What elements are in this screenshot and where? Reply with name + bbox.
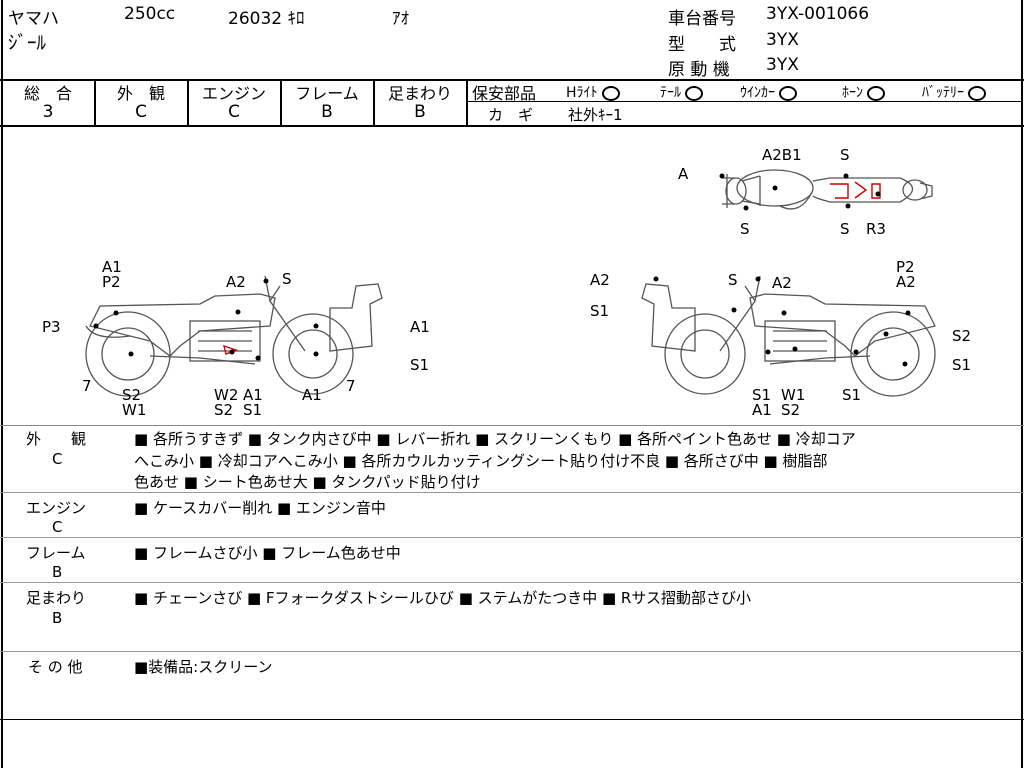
model-name: ｼﾞｰﾙ [8,32,47,54]
label-left-a1: A1 [102,258,122,276]
safety-item-winker: ｳｲﾝｶｰ [740,82,797,102]
label-top-r3: R3 [866,220,886,238]
label-left-a1-c: A1 [243,386,263,404]
label-left-7-rear: 7 [82,377,92,395]
label-left-p3: P3 [42,318,61,336]
key-value: 社外ｷｰ1 [568,106,623,124]
label-top-s1: S [840,146,850,164]
border-left [1,0,3,768]
label-right-s: S [728,271,738,289]
score-header-suspension: 足まわり [387,84,452,103]
label-left-p2: P2 [102,273,121,291]
label-top-a: A [678,165,689,183]
remark-text-frame: ■ フレームさび小 ■ フレーム色あせ中 [134,544,401,562]
score-header-exterior: 外 観 [116,84,165,103]
label-right-p2: P2 [896,258,915,276]
label-left-s2-b: S2 [214,401,234,419]
left-side-bike [85,275,383,397]
engine-label: 原 動 機 [668,60,730,80]
label-top-a2b1: A2B1 [762,146,802,164]
label-left-a2: A2 [226,273,246,291]
label-right-a2-c: A2 [896,273,916,291]
label-left-w1: W1 [122,401,147,419]
safety-item-horn: ﾎｰﾝ [842,82,885,102]
frame-no: 3YX-001066 [766,4,870,24]
remark-text-other: ■装備品:スクリーン [134,658,273,676]
score-engine: C [228,102,240,122]
score-exterior: C [135,102,147,122]
remark-text-suspension: ■ チェーンさび ■ Fフォークダストシールひび ■ ステムがたつき中 ■ Rサ… [134,589,752,607]
score-top-line [0,79,1024,81]
label-left-s1-c: S1 [243,401,263,419]
remarks-top-line [0,425,1024,426]
safety-label: 保安部品 [472,84,537,103]
label-left-w2: W2 [214,386,239,404]
remark-text-exterior-1: ■ 各所うすきず ■ タンク内さび中 ■ レバー折れ ■ スクリーンくもり ■ … [134,430,856,448]
label-left-a1-front: A1 [410,318,430,336]
label-right-s2-b: S2 [781,401,801,419]
remark-text-engine: ■ ケースカバー削れ ■ エンジン音中 [134,499,386,517]
remark-label-suspension: 足まわり [26,589,87,607]
label-left-s1-front: S1 [410,356,430,374]
remarks-bottom-line [0,719,1024,720]
label-right-w1: W1 [781,386,806,404]
label-right-a2: A2 [590,271,610,289]
mileage: 26032 ｷﾛ [228,9,305,29]
top-view-bike [722,169,933,210]
frame-no-label: 車台番号 [668,9,736,29]
safety-item-tail: ﾃｰﾙ [660,82,703,102]
safety-item-battery: ﾊﾞｯﾃﾘｰ [922,82,986,102]
ok-circle-icon [601,85,620,101]
remark-label-exterior: 外 観 [26,430,87,448]
label-top-s3: S [840,220,850,238]
label-left-s2: S2 [122,386,142,404]
type-label: 型 式 [668,35,736,55]
label-right-s1-b: S1 [952,356,972,374]
displacement: 250cc [124,4,176,24]
label-left-s: S [282,270,292,288]
ok-circle-icon [779,85,797,101]
type-value: 3YX [766,30,799,50]
score-header-engine: エンジン [201,84,266,103]
remark-label-engine: エンジン [26,499,87,517]
remark-grade-suspension: B [52,609,63,627]
score-frame: B [321,102,333,122]
label-right-s1: S1 [590,302,610,320]
score-mid-line [466,101,1022,102]
label-left-7-front: 7 [346,377,356,395]
label-right-a1: A1 [752,401,772,419]
label-top-s2: S [740,220,750,238]
marker-dots [93,173,911,367]
border-right [1021,0,1023,768]
score-header-total: 総 合 [23,84,72,103]
remark-label-frame: フレーム [26,544,86,562]
color: ｱｵ [392,9,409,29]
safety-item-headlight: Hﾗｲﾄ [566,82,620,102]
engine-value: 3YX [766,55,799,75]
score-suspension: B [414,102,426,122]
remark-text-exterior-3: 色あせ ■ シート色あせ大 ■ タンクパッド貼り付け [134,473,481,491]
label-right-s2: S2 [952,327,972,345]
label-left-a1-d: A1 [302,386,322,404]
label-right-a2-b: A2 [772,274,792,292]
ok-circle-icon [968,85,986,101]
label-right-s1-c: S1 [752,386,772,404]
key-label: カ ギ [488,106,534,124]
motorcycle-diagram [85,169,936,397]
score-header-frame: フレーム [295,84,359,103]
remark-grade-exterior: C [52,450,63,468]
right-side-bike [641,275,936,397]
score-total: 3 [42,102,54,122]
label-right-s1-d: S1 [842,386,862,404]
ok-circle-icon [685,85,703,101]
remark-grade-engine: C [52,518,63,536]
remark-label-other: そ の 他 [28,658,83,676]
score-bottom-line [0,125,1024,127]
remark-grade-frame: B [52,563,63,581]
ok-circle-icon [867,85,885,101]
remark-text-exterior-2: へこみ小 ■ 冷却コアへこみ小 ■ 各所カウルカッティングシート貼り付け不良 ■… [134,452,828,470]
maker: ヤマハ [8,9,59,29]
